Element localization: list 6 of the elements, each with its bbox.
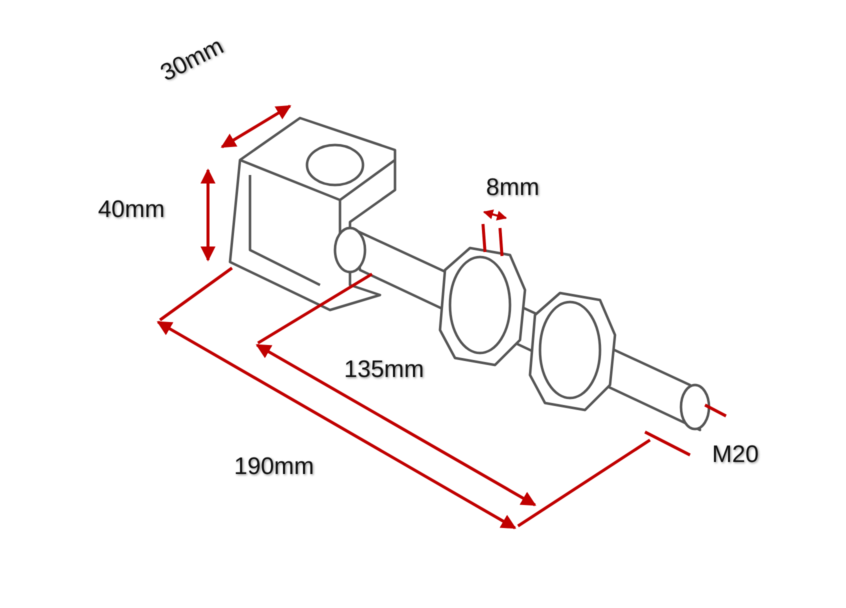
dimension-label: 135mm [344,358,424,382]
dimension-label: M20 [712,443,759,467]
dimension-label: 40mm [98,198,165,222]
dimension-label: 190mm [234,455,314,479]
dimension-label: 30mm [157,34,228,86]
dimension-label: 8mm [486,176,540,200]
